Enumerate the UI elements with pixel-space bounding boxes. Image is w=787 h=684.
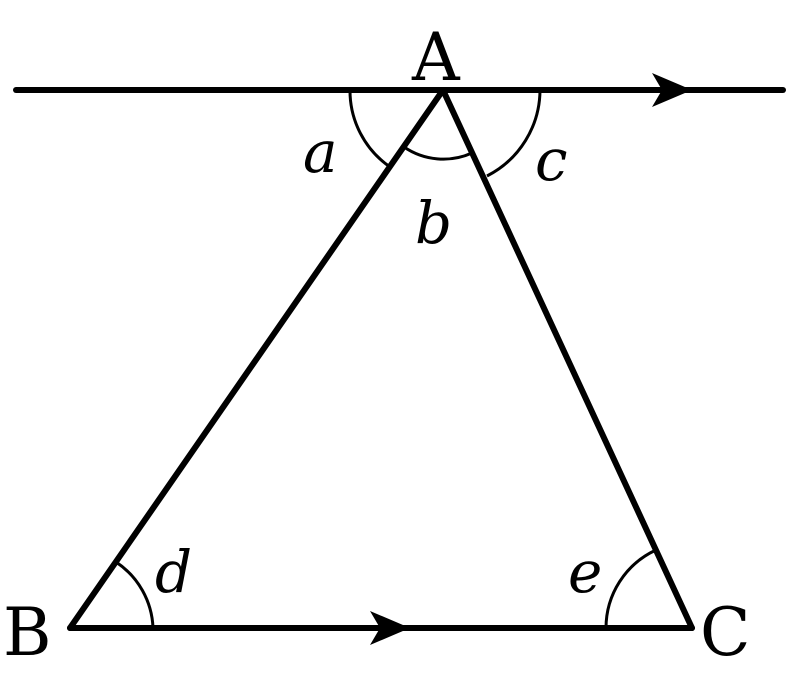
angle-label-c: c — [535, 126, 567, 194]
angle-label-b: b — [415, 189, 452, 257]
angle-c-arc — [486, 89, 542, 178]
base-line-arrowhead — [370, 611, 410, 645]
angle-a-arc — [348, 89, 391, 169]
angle-e-arc — [604, 548, 657, 629]
vertex-label-a: A — [411, 19, 461, 96]
side-ab — [67, 87, 446, 631]
angle-label-a: a — [303, 118, 338, 186]
vertex-label-b: B — [3, 594, 52, 671]
angle-label-e: e — [568, 538, 602, 606]
vertex-label-c: C — [700, 594, 751, 671]
angle-label-d: d — [155, 538, 192, 606]
angle-b-arc — [403, 145, 473, 161]
side-ac — [440, 87, 695, 631]
angle-d-arc — [115, 560, 155, 629]
top-line-arrowhead — [652, 73, 692, 107]
